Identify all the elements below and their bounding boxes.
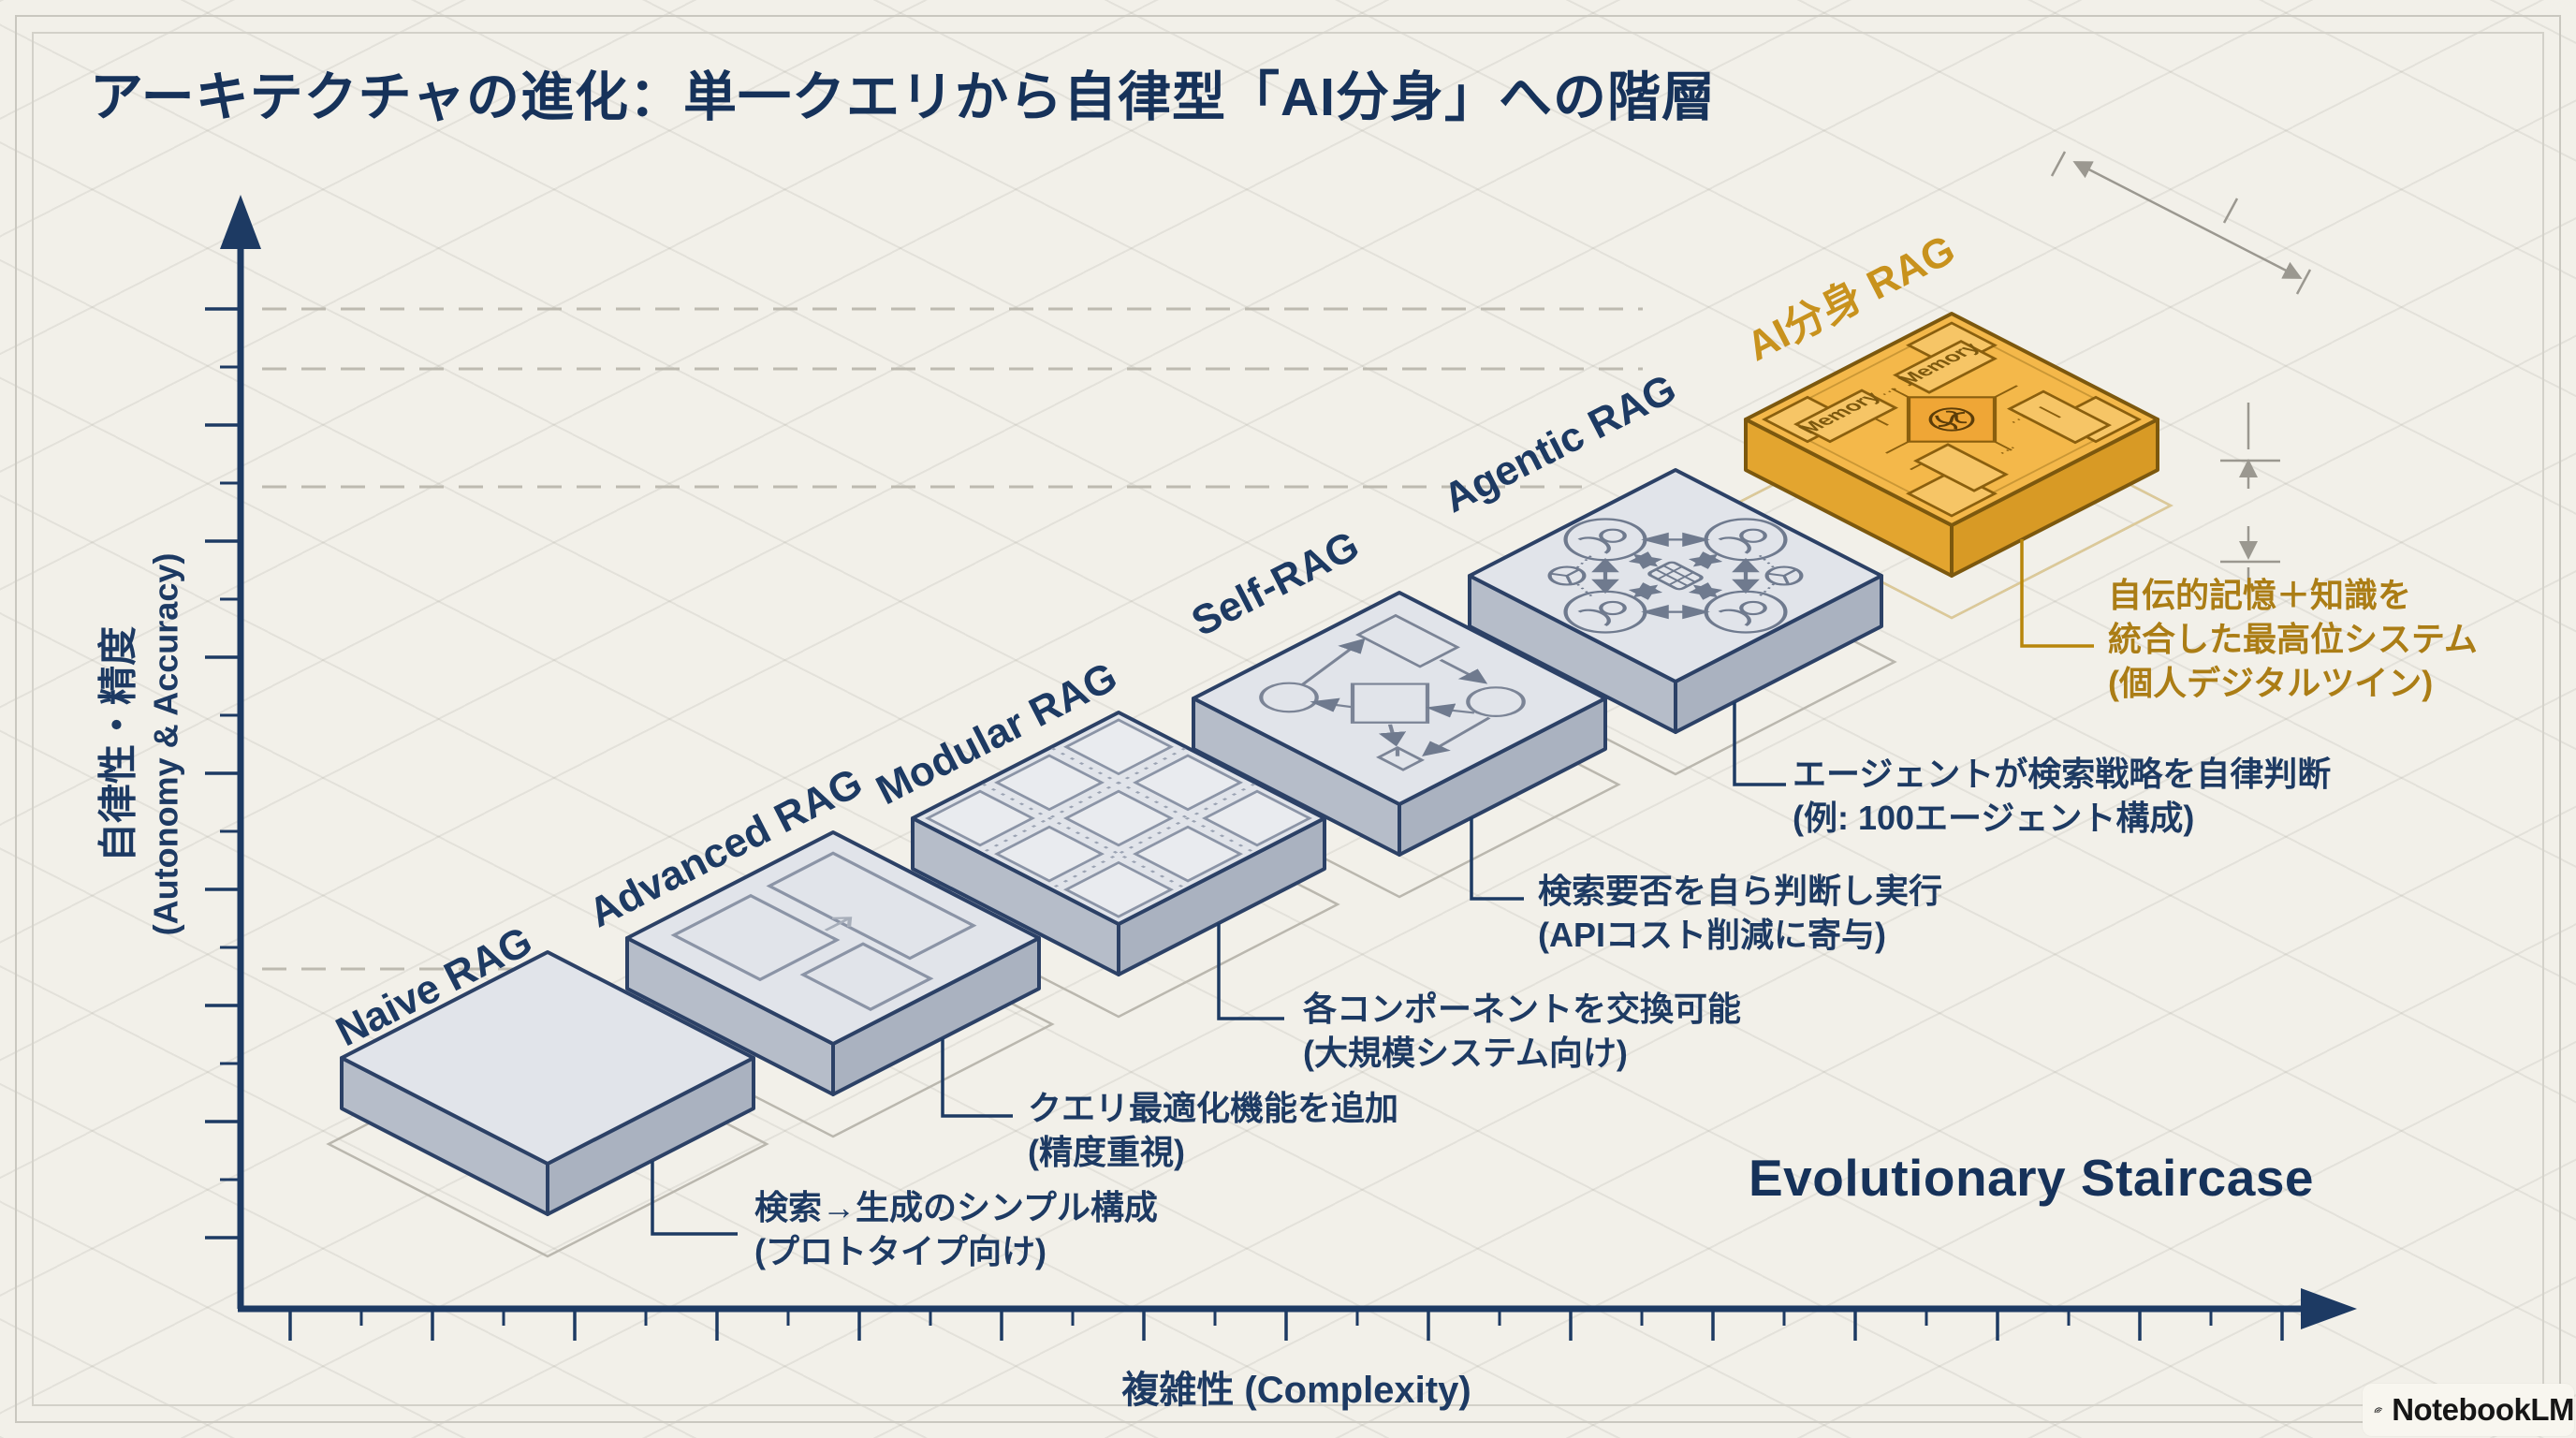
- annotation-line: (例: 100エージェント構成): [1793, 799, 2195, 837]
- annotation-ai-bunshin-rag: 自伝的記憶＋知識を 統合した最高位システム (個人デジタルツイン): [2108, 573, 2478, 705]
- annotation-line: 自伝的記憶＋知識を: [2108, 576, 2412, 614]
- self-rag-surface: [1259, 613, 1526, 771]
- dashed-gridlines: [262, 307, 1643, 971]
- leader-agentic: [1733, 702, 1786, 786]
- leader-naive: [651, 1161, 738, 1236]
- x-axis: [238, 1288, 2357, 1341]
- leader-self: [1470, 817, 1524, 901]
- annotation-line: (大規模システム向け): [1303, 1034, 1628, 1072]
- y-axis-label-ja: 自律性・精度: [95, 625, 140, 863]
- annotation-line: 統合した最高位システム: [2108, 620, 2478, 658]
- ai-bunshin-chip-surface: Memory Memory: [1762, 321, 2142, 518]
- annotation-line: (個人デジタルツイン): [2108, 664, 2434, 702]
- leader-modular: [1217, 923, 1284, 1020]
- advanced-rag-surface: [670, 851, 977, 1012]
- y-axis-label: 自律性・精度 (Autonomy & Accuracy): [93, 553, 187, 936]
- modular-rag-surface: [925, 718, 1312, 918]
- caption-evolutionary-staircase: Evolutionary Staircase: [1749, 1149, 2315, 1207]
- leader-ai-bunshin: [2020, 539, 2094, 648]
- annotation-line: (精度重視): [1028, 1133, 1185, 1171]
- y-axis: [205, 195, 261, 1309]
- block-self-rag: [1192, 591, 1607, 857]
- annotation-modular-rag: 各コンポーネントを交換可能 (大規模システム向け): [1303, 987, 1741, 1075]
- brand-label: NotebookLM: [2392, 1392, 2574, 1427]
- x-axis-label: 複雑性 (Complexity): [1121, 1370, 1471, 1411]
- dimension-lines: [2050, 151, 2312, 599]
- y-axis-label-en: (Autonomy & Accuracy): [145, 552, 184, 936]
- block-agentic-rag: [1468, 468, 1883, 734]
- annotation-naive-rag: 検索→生成のシンプル構成 (プロトタイプ向け): [754, 1185, 1158, 1273]
- annotation-line: 各コンポーネントを交換可能: [1303, 990, 1742, 1028]
- annotation-agentic-rag: エージェントが検索戦略を自律判断 (例: 100エージェント構成): [1793, 752, 2331, 840]
- annotation-line: エージェントが検索戦略を自律判断: [1793, 755, 2332, 793]
- notebooklm-badge: NotebookLM: [2363, 1384, 2574, 1436]
- annotation-line: 検索→生成のシンプル構成: [754, 1188, 1158, 1226]
- page-title: アーキテクチャの進化：単一クエリから自律型「AI分身」への階層: [90, 67, 1717, 127]
- annotation-self-rag: 検索要否を自ら判断し実行 (APIコスト削減に寄与): [1538, 869, 1942, 957]
- annotation-advanced-rag: クエリ最適化機能を追加 (精度重視): [1028, 1086, 1398, 1174]
- annotation-line: (プロトタイプ向け): [754, 1232, 1046, 1270]
- leader-advanced: [941, 1038, 1013, 1118]
- block-naive-rag: [340, 950, 755, 1216]
- leader-lines: [651, 539, 2094, 1236]
- agentic-rag-surface: [1547, 518, 1804, 634]
- annotation-line: クエリ最適化機能を追加: [1028, 1089, 1399, 1127]
- annotation-line: (APIコスト削減に寄与): [1538, 916, 1886, 954]
- annotation-line: 検索要否を自ら判断し実行: [1538, 872, 1943, 910]
- notebooklm-icon: [2374, 1407, 2383, 1414]
